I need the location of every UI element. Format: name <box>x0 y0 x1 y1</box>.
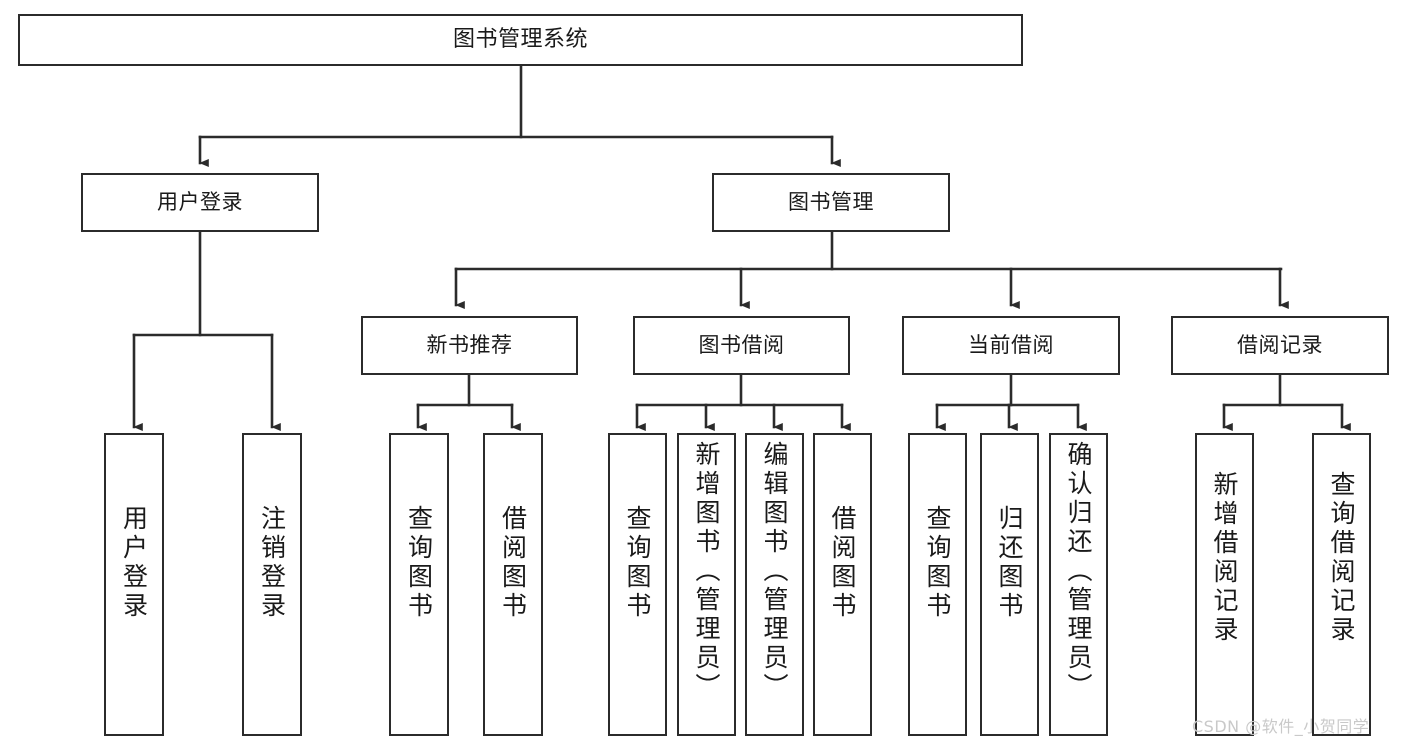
node-label: 查询图书 <box>404 505 434 621</box>
leaf-current-borrow-confirm-admin[interactable]: 确认归还（管理员） <box>1049 433 1108 736</box>
node-label: 借阅图书 <box>498 505 528 621</box>
watermark-text: CSDN @软件_小贺同学 <box>1192 717 1370 736</box>
node-label: 查询图书 <box>923 505 952 621</box>
leaf-user-login-login[interactable]: 用户登录 <box>104 433 164 736</box>
leaf-book-borrow-borrow[interactable]: 借阅图书 <box>813 433 872 736</box>
node-label: 查询借阅记录 <box>1327 471 1356 645</box>
node-label: 图书管理系统 <box>452 27 588 53</box>
leaf-borrow-record-query[interactable]: 查询借阅记录 <box>1312 433 1371 736</box>
node-book-management[interactable]: 图书管理 <box>712 173 950 232</box>
node-label: 图书管理 <box>788 190 874 215</box>
node-book-borrow[interactable]: 图书借阅 <box>633 316 850 375</box>
node-label: 用户登录 <box>119 505 149 621</box>
node-label: 图书借阅 <box>698 333 785 358</box>
node-label: 归还图书 <box>995 505 1024 621</box>
node-label: 注销登录 <box>257 505 287 621</box>
leaf-user-login-logout[interactable]: 注销登录 <box>242 433 302 736</box>
leaf-current-borrow-return[interactable]: 归还图书 <box>980 433 1039 736</box>
leaf-book-borrow-add-admin[interactable]: 新增图书（管理员） <box>677 433 736 736</box>
node-label: 借阅记录 <box>1237 333 1323 358</box>
node-new-book-recommend[interactable]: 新书推荐 <box>361 316 578 375</box>
leaf-book-borrow-query[interactable]: 查询图书 <box>608 433 667 736</box>
node-label: 确认归还（管理员） <box>1064 441 1093 702</box>
node-root-book-management-system[interactable]: 图书管理系统 <box>18 14 1023 66</box>
node-label: 编辑图书（管理员） <box>760 441 789 702</box>
leaf-current-borrow-query[interactable]: 查询图书 <box>908 433 967 736</box>
node-label: 新增图书（管理员） <box>692 441 721 702</box>
leaf-new-book-query[interactable]: 查询图书 <box>389 433 449 736</box>
node-label: 借阅图书 <box>828 505 857 621</box>
node-label: 查询图书 <box>623 505 652 621</box>
leaf-new-book-borrow[interactable]: 借阅图书 <box>483 433 543 736</box>
node-label: 当前借阅 <box>968 333 1054 358</box>
node-label: 新书推荐 <box>426 333 513 358</box>
node-label: 新增借阅记录 <box>1210 471 1239 645</box>
node-label: 用户登录 <box>157 190 243 215</box>
node-user-login[interactable]: 用户登录 <box>81 173 319 232</box>
leaf-book-borrow-edit-admin[interactable]: 编辑图书（管理员） <box>745 433 804 736</box>
node-current-borrow[interactable]: 当前借阅 <box>902 316 1120 375</box>
node-borrow-record[interactable]: 借阅记录 <box>1171 316 1389 375</box>
leaf-borrow-record-add[interactable]: 新增借阅记录 <box>1195 433 1254 736</box>
